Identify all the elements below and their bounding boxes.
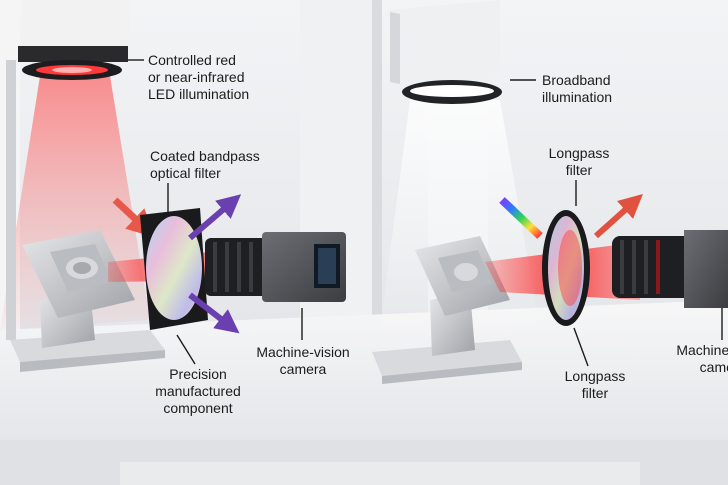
right-component-base: [372, 340, 522, 376]
left-ring-light-housing: [22, 0, 130, 50]
right-longpass-filter-glass: [548, 216, 584, 320]
leader-left-component: [176, 334, 196, 365]
right-incoming-broadband-arrow: [499, 197, 543, 239]
right-reflected-arrow: [593, 193, 643, 239]
label-left-camera: Machine-vision camera: [256, 344, 350, 377]
left-bandpass-filter-glass: [146, 216, 202, 320]
left-reflected-arrow-down: [188, 292, 240, 334]
label-left-illumination: Controlled red or near-infrared LED illu…: [148, 52, 250, 102]
table-drawer: [120, 462, 640, 485]
label-right-illumination: Broadband illumination: [542, 72, 613, 105]
left-incoming-arrow: [112, 197, 156, 238]
table-surface: [0, 300, 728, 460]
right-light-housing: [388, 0, 500, 84]
label-left-filter: Coated bandpass optical filter: [150, 148, 260, 181]
label-left-component: Precision manufactured component: [155, 366, 241, 416]
left-reflected-arrow-up: [188, 194, 242, 241]
left-ring-light-mount: [18, 46, 128, 62]
right-ring-led: [410, 85, 494, 97]
right-camera-label-clip: Machine-vision camera: [668, 342, 728, 382]
center-column-shade: [372, 0, 382, 340]
label-right-camera: Machine-vision camera: [676, 342, 728, 375]
right-camera-body: [684, 230, 728, 308]
leader-right-filter-bottom: [573, 327, 589, 367]
label-right-filter-bottom: Longpass filter: [564, 368, 626, 401]
label-right-filter-top: Longpass filter: [548, 145, 610, 178]
left-stand-pole: [6, 60, 16, 340]
